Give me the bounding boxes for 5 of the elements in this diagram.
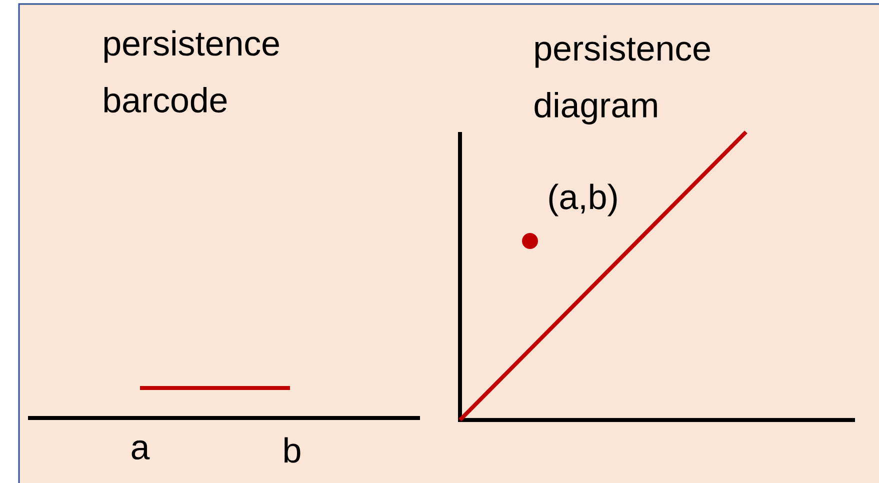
heading: persistence barcode bbox=[104, 30, 279, 113]
point-label: (a,b) bbox=[549, 184, 617, 216]
axis-label: b bbox=[284, 437, 300, 463]
axis-label: a bbox=[132, 440, 150, 460]
heading: persistence diagram bbox=[534, 35, 710, 124]
